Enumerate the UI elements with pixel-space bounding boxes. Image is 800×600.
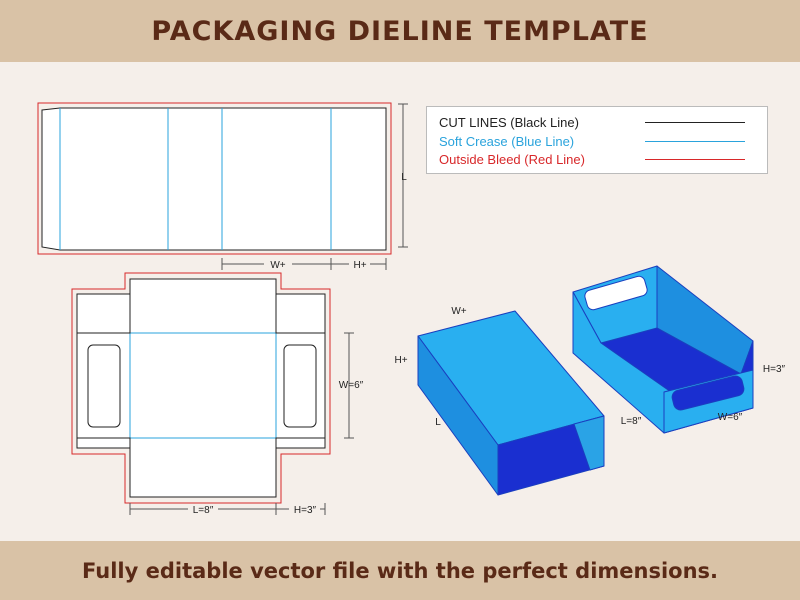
dieline-artwork: L W+ H+	[37, 102, 786, 516]
tray-dim-length: L=8″	[193, 505, 214, 516]
sleeve-bleed-outline	[37, 102, 392, 255]
tray-handle-cutout-left	[87, 344, 121, 428]
footer-banner: Fully editable vector file with the perf…	[0, 541, 800, 600]
tray-3d-handle-back	[584, 275, 648, 311]
legend-box: CUT LINES (Black Line) Soft Crease (Blue…	[426, 106, 768, 174]
tray-dim-height: H=3″	[294, 505, 317, 516]
sleeve-3d-mockup	[417, 310, 605, 496]
legend-swatch-cut-lines	[645, 121, 745, 123]
tray-dimension-lines	[129, 332, 354, 515]
tray-dim-width: W=6″	[339, 380, 364, 391]
tray-3d-label-width: W=6″	[718, 412, 743, 423]
tray-3d-label-height: H=3″	[763, 364, 786, 375]
sleeve-3d-label-height: H+	[394, 355, 407, 366]
header-banner: PACKAGING DIELINE TEMPLATE	[0, 0, 800, 62]
sleeve-cut-outline	[41, 107, 387, 251]
legend-item-soft-crease: Soft Crease (Blue Line)	[439, 132, 745, 150]
tray-bleed-outline	[71, 272, 331, 504]
legend-label-outside-bleed: Outside Bleed (Red Line)	[439, 151, 585, 167]
tray-3d-mockup	[572, 265, 754, 434]
sleeve-dieline: L W+ H+	[37, 102, 408, 271]
sleeve-3d-inner-rim	[573, 415, 605, 471]
tray-corner-flaps	[76, 293, 326, 449]
sleeve-crease-lines	[59, 108, 332, 250]
sleeve-dim-width: W+	[270, 260, 285, 271]
sleeve-3d-label-width: W+	[451, 306, 466, 317]
legend-label-cut-lines: CUT LINES (Black Line)	[439, 114, 579, 130]
sleeve-dim-length: L	[401, 172, 407, 183]
tray-3d-handle-front	[671, 375, 745, 411]
legend-item-outside-bleed: Outside Bleed (Red Line)	[439, 150, 745, 168]
legend-swatch-outside-bleed	[645, 158, 745, 160]
sleeve-3d-label-length: L	[435, 417, 441, 428]
tray-handle-cutout-right	[283, 344, 317, 428]
tray-3d-label-length: L=8″	[621, 416, 642, 427]
legend-item-cut-lines: CUT LINES (Black Line)	[439, 113, 745, 131]
legend-label-soft-crease: Soft Crease (Blue Line)	[439, 133, 575, 149]
page-title: PACKAGING DIELINE TEMPLATE	[151, 15, 649, 47]
footer-tagline: Fully editable vector file with the perf…	[81, 558, 719, 583]
sleeve-dim-height: H+	[353, 260, 366, 271]
sleeve-dimension-lines	[221, 103, 408, 270]
tray-dieline: W=6″ L=8″ H=3″	[71, 272, 364, 516]
legend-swatch-soft-crease	[645, 140, 745, 142]
